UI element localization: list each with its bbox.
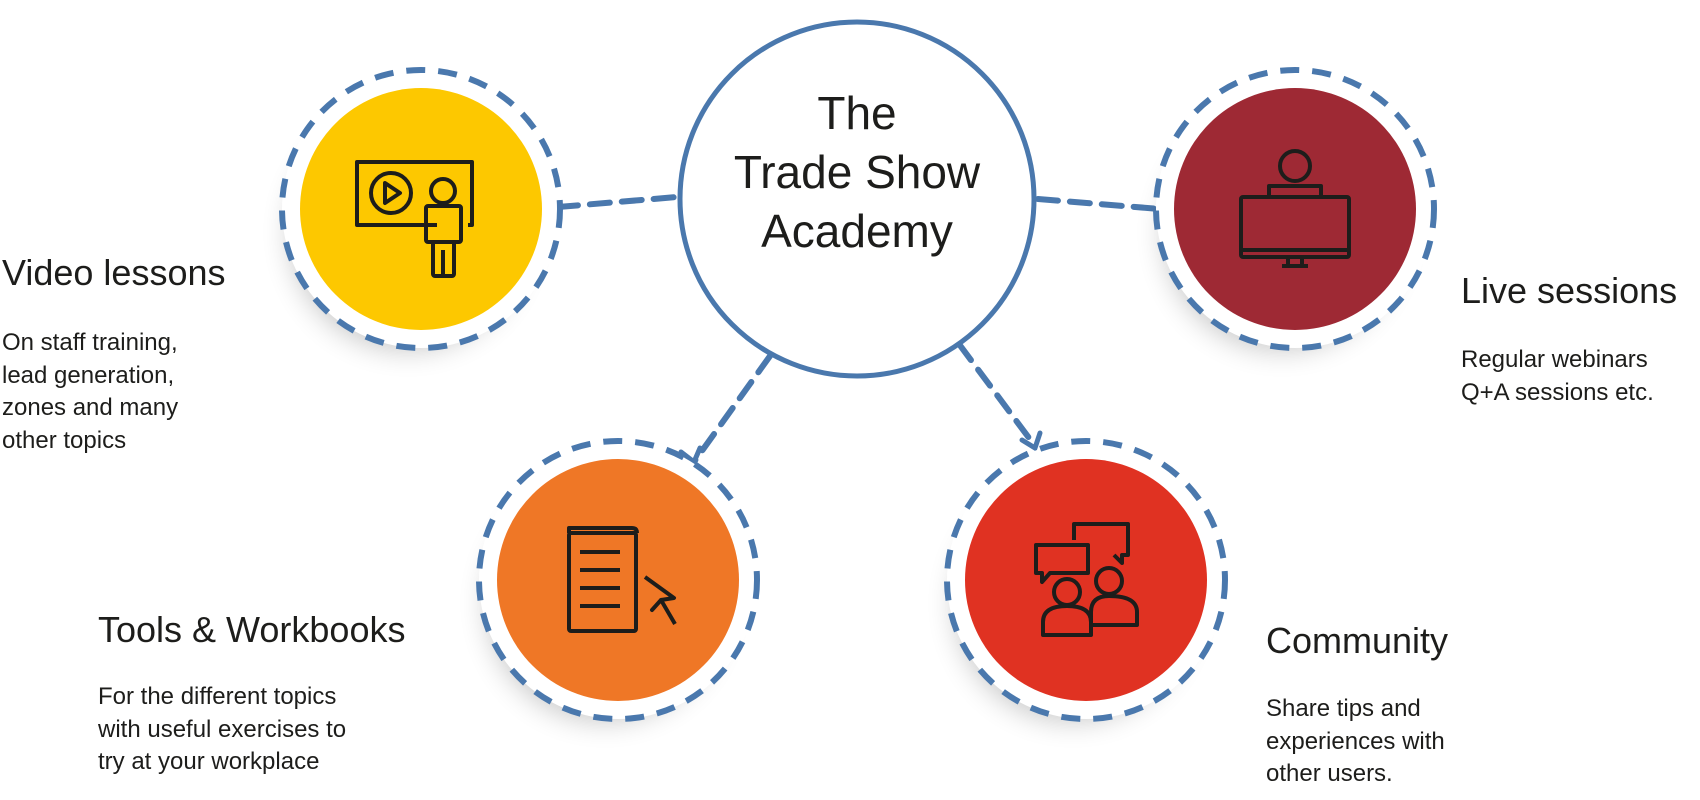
center-title-line: Academy <box>761 205 953 257</box>
description-line: For the different topics <box>98 683 337 710</box>
center-circle <box>677 19 1037 379</box>
connector-community <box>956 341 1038 449</box>
description-line: other topics <box>2 426 127 454</box>
people-chat-icon <box>1034 522 1139 637</box>
description-line: with useful exercises to <box>98 715 347 743</box>
connector-live <box>1035 196 1163 212</box>
tools-workbooks-title: Tools & Workbooks <box>98 609 406 650</box>
live-sessions-description: Regular webinars Q+A sessions etc. <box>1461 344 1654 409</box>
node-community <box>944 438 1228 722</box>
connector-tools-arrow <box>678 445 703 466</box>
video-lesson-presenter-icon <box>355 160 474 278</box>
community-title: Community <box>1266 620 1449 661</box>
community-description: Share tips and experiences with other us… <box>1266 693 1445 791</box>
monitor-person-icon <box>1239 149 1351 268</box>
center-title: The Trade Show Academy <box>677 84 1037 261</box>
document-cursor-icon <box>567 526 677 633</box>
description-line: experiences with <box>1266 727 1445 755</box>
description-line: other users. <box>1266 760 1393 787</box>
node-tools <box>476 438 760 722</box>
description-line: Regular webinars <box>1461 346 1648 373</box>
connector-video <box>555 194 680 210</box>
video-lessons-description: On staff training, lead generation, zone… <box>2 327 178 457</box>
center-title-line: The <box>817 87 897 139</box>
node-live <box>1153 67 1437 351</box>
connector-tools <box>691 353 773 465</box>
tools-workbooks-description: For the different topics with useful exe… <box>98 681 346 779</box>
center-title-line: Trade Show <box>733 146 981 198</box>
description-line: Share tips and <box>1266 695 1421 722</box>
description-line: lead generation, <box>2 361 175 389</box>
description-line: zones and many <box>2 394 179 421</box>
description-line: On staff training, <box>2 329 178 356</box>
live-sessions-title: Live sessions <box>1461 270 1678 311</box>
description-line: Q+A sessions etc. <box>1461 378 1654 406</box>
video-lessons-title: Video lessons <box>2 252 226 293</box>
connector-community-arrow <box>1019 430 1043 452</box>
description-line: try at your workplace <box>98 748 320 775</box>
node-video <box>279 67 563 351</box>
